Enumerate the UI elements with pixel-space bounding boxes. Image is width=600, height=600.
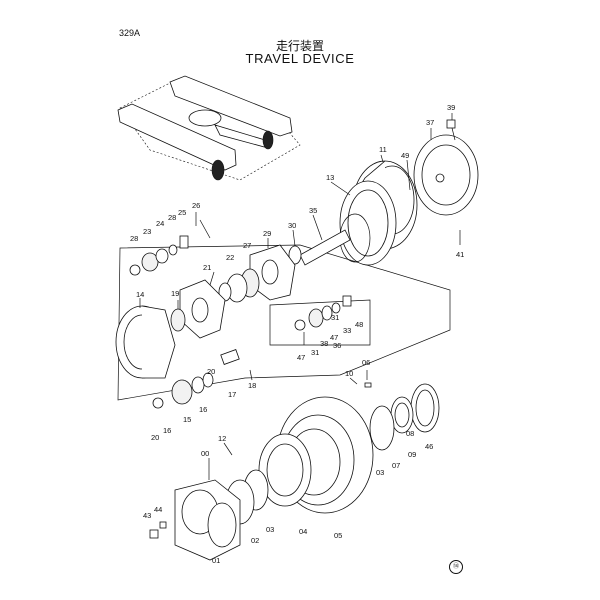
part-label: 27 — [243, 241, 251, 250]
ring-gear-13 — [339, 180, 397, 266]
part-label: 21 — [203, 263, 211, 272]
part-label: 24 — [156, 219, 164, 228]
part-label: 08 — [406, 429, 414, 438]
planet-gear-set-lower — [152, 349, 253, 409]
part-labels: 39 37 11 49 13 35 30 29 41 26 25 28 24 2… — [130, 103, 464, 565]
planet-gear-set-upper — [129, 212, 197, 276]
seal-46 — [410, 383, 440, 433]
part-label: 12 — [218, 434, 226, 443]
part-label: 02 — [251, 536, 259, 545]
part-label: 00 — [201, 449, 209, 458]
part-label: 36 — [333, 341, 341, 350]
part-label: 18 — [248, 381, 256, 390]
title-japanese: 走行装置 — [275, 39, 324, 53]
part-label: 01 — [212, 556, 220, 565]
part-label: 04 — [299, 527, 307, 536]
part-label: 28 — [130, 234, 138, 243]
part-label: 49 — [401, 151, 409, 160]
part-label: 15 — [183, 415, 191, 424]
part-label: 20 — [207, 367, 215, 376]
part-label: 37 — [426, 118, 434, 127]
corner-mark: ⑭ — [449, 560, 463, 574]
part-label: 07 — [392, 461, 400, 470]
undercarriage-illustration — [117, 75, 301, 181]
title-english: TRAVEL DEVICE — [245, 51, 355, 66]
part-label: 14 — [136, 290, 144, 299]
part-label: 23 — [143, 227, 151, 236]
carrier-29 — [249, 244, 296, 301]
part-label: 16 — [199, 405, 207, 414]
part-label: 17 — [228, 390, 236, 399]
part-label: 31 — [311, 348, 319, 357]
part-label: 19 — [171, 289, 179, 298]
sun-gear-19 — [170, 308, 186, 332]
plug-43 — [149, 529, 159, 539]
part-label: 28 — [168, 213, 176, 222]
part-label: 11 — [379, 145, 387, 154]
part-label: 29 — [263, 229, 271, 238]
part-label: 20 — [151, 433, 159, 442]
bolt-08 — [364, 382, 372, 388]
part-label: 38 — [320, 339, 328, 348]
ring-03-upper — [369, 405, 395, 451]
part-label: 16 — [163, 426, 171, 435]
part-label: 31 — [331, 313, 339, 322]
part-label: 03 — [266, 525, 274, 534]
part-label: 39 — [447, 103, 455, 112]
bearing-set-31-36 — [294, 295, 352, 331]
part-label: 03 — [376, 468, 384, 477]
part-label: 26 — [192, 201, 200, 210]
leader-lines — [139, 113, 461, 480]
part-label: 33 — [343, 326, 351, 335]
ring-gear-14 — [115, 305, 176, 379]
part-label: 05 — [334, 531, 342, 540]
bearing-07 — [390, 396, 414, 434]
part-label: 06 — [362, 358, 370, 367]
part-label: 09 — [408, 450, 416, 459]
carrier-21 — [179, 279, 226, 339]
part-label: 46 — [425, 442, 433, 451]
part-label: 43 — [143, 511, 151, 520]
part-label: 13 — [326, 173, 334, 182]
plug-44 — [159, 521, 167, 529]
part-label: 48 — [355, 320, 363, 329]
shaft-35 — [299, 229, 351, 266]
part-label: 44 — [154, 505, 162, 514]
part-label: 41 — [456, 250, 464, 259]
part-label: 47 — [297, 353, 305, 362]
part-label: 35 — [309, 206, 317, 215]
part-label: 22 — [226, 253, 234, 262]
hub-04 — [258, 433, 312, 507]
part-label: 10 — [345, 369, 353, 378]
cover-37 — [413, 119, 479, 216]
page-code: 329A — [119, 28, 141, 38]
part-label: 47 — [330, 333, 338, 342]
part-label: 30 — [288, 221, 296, 230]
travel-motor-01 — [174, 479, 241, 561]
part-label: 25 — [178, 208, 186, 217]
